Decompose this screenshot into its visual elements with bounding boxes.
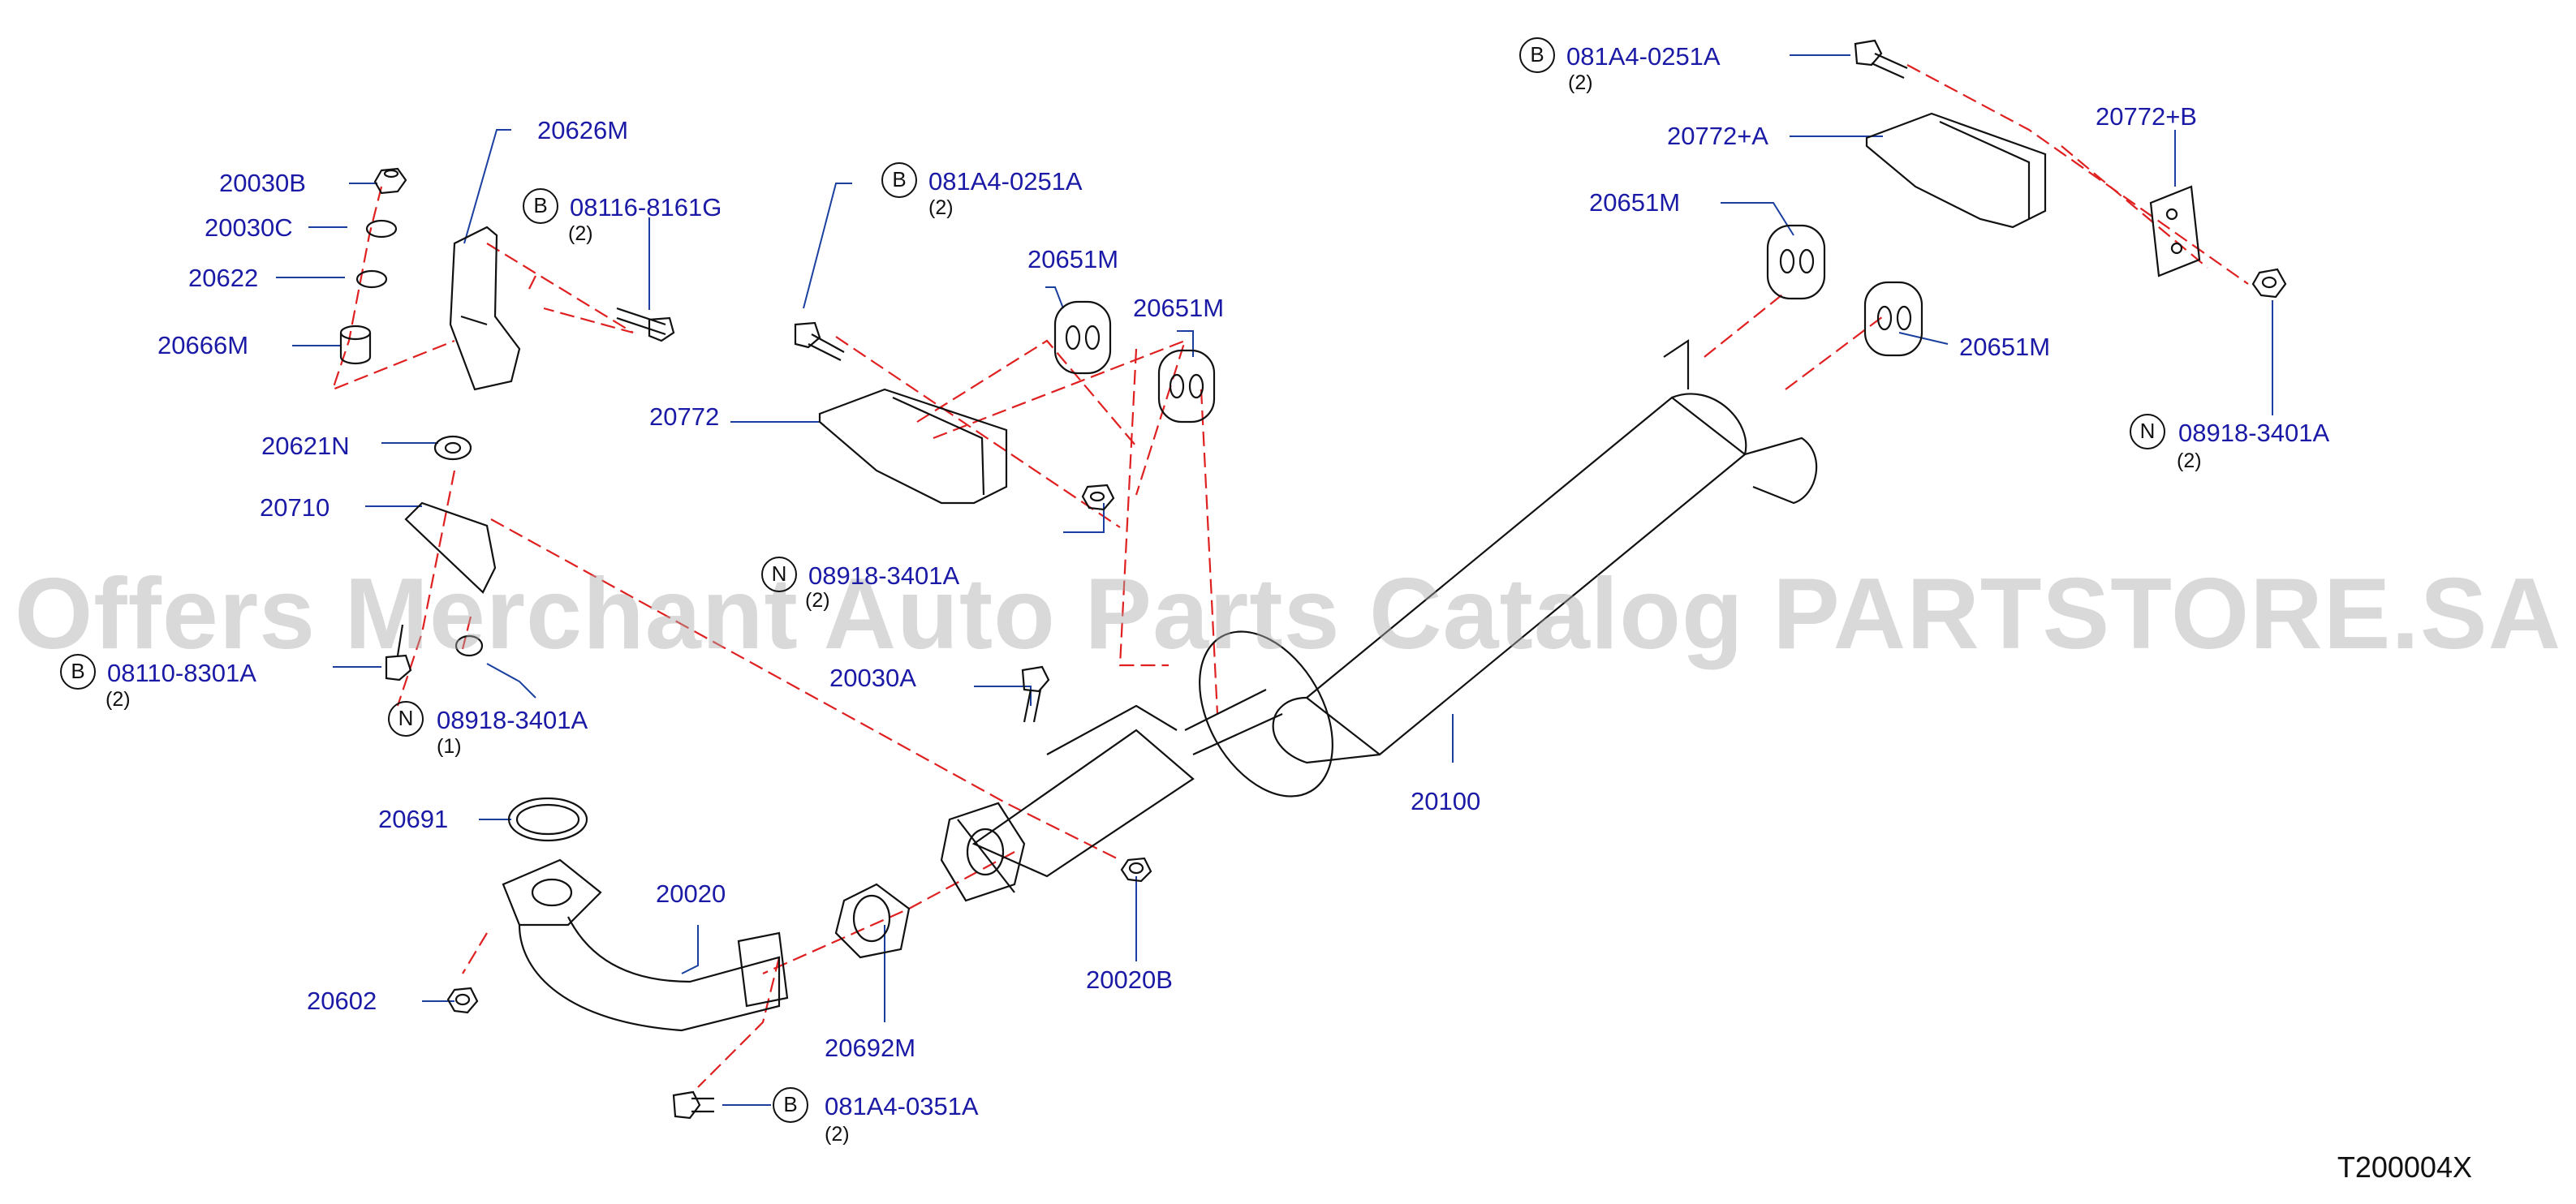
bolt-left xyxy=(616,307,675,342)
bolt-08110 xyxy=(385,624,412,682)
fastener-label-08918-3401A-left[interactable]: 08918-3401A xyxy=(437,706,588,734)
part-label-20651M-d[interactable]: 20651M xyxy=(1959,333,2051,361)
bracket-20772A xyxy=(1865,112,2047,229)
nut-20020B xyxy=(1120,857,1152,883)
bracket-20626M xyxy=(449,226,521,391)
fastener-type-badge: B xyxy=(60,654,96,690)
assembly-lines xyxy=(331,64,2249,1088)
fastener-type-badge: N xyxy=(2130,414,2165,449)
fastener-label-081A4-0351A[interactable]: 081A4-0351A xyxy=(825,1092,979,1120)
bolt-081A4-mid xyxy=(794,321,845,361)
gasket-20692M xyxy=(834,883,911,959)
fastener-qty: (2) xyxy=(928,196,954,219)
part-label-20710[interactable]: 20710 xyxy=(260,493,330,522)
fastener-label-08116-8161G[interactable]: 08116-8161G xyxy=(570,193,722,221)
fastener-label-081A4-0251A[interactable]: 081A4-0251A xyxy=(928,167,1083,196)
catalyst-pipe xyxy=(957,704,1195,893)
watermark: Offers Merchant Auto Parts Catalog PARTS… xyxy=(14,558,2562,670)
washer-20621N xyxy=(433,435,472,461)
hanger-d xyxy=(1863,281,1923,357)
bracket-20772 xyxy=(818,388,1008,505)
part-outlines xyxy=(339,39,2287,1120)
part-label-20772B[interactable]: 20772+B xyxy=(2096,102,2197,131)
part-label-20651M-a[interactable]: 20651M xyxy=(1027,245,1119,273)
fastener-qty: (2) xyxy=(106,688,131,711)
part-label-20651M-c[interactable]: 20651M xyxy=(1589,188,1681,217)
part-label-20691[interactable]: 20691 xyxy=(378,805,449,833)
gasket-20691 xyxy=(507,797,588,842)
front-pipe-20020 xyxy=(502,858,789,1032)
nut-08918-mid xyxy=(1081,484,1115,511)
bolt-081A4-top xyxy=(1854,39,1908,80)
fastener-qty: (2) xyxy=(2177,449,2202,472)
hanger-b xyxy=(1157,349,1216,424)
part-label-20666M[interactable]: 20666M xyxy=(157,331,249,359)
fastener-label-08110-8301A[interactable]: 08110-8301A xyxy=(107,659,256,687)
fastener-qty: (2) xyxy=(825,1123,850,1146)
part-label-20772A[interactable]: 20772+A xyxy=(1667,122,1768,150)
part-label-20692M[interactable]: 20692M xyxy=(825,1034,916,1062)
fastener-label-08918-3401A-right[interactable]: 08918-3401A xyxy=(2178,419,2330,447)
washer-20622 xyxy=(355,269,388,289)
fastener-label-08918-3401A-mid[interactable]: 08918-3401A xyxy=(808,561,960,590)
part-label-20622[interactable]: 20622 xyxy=(188,264,259,292)
bushing-20666M xyxy=(339,325,372,365)
nut-08918-right xyxy=(2251,268,2287,299)
leader-lines xyxy=(276,54,2273,1106)
bolt-081A4-lower xyxy=(672,1090,714,1120)
fastener-label-081A4-0251A-top[interactable]: 081A4-0251A xyxy=(1566,42,1721,71)
hanger-c xyxy=(1766,224,1826,300)
part-label-20626M[interactable]: 20626M xyxy=(537,116,629,144)
part-label-20100[interactable]: 20100 xyxy=(1411,787,1481,815)
fastener-qty: (2) xyxy=(805,589,830,612)
bolt-20030A xyxy=(1021,665,1050,723)
part-label-20030B[interactable]: 20030B xyxy=(219,169,306,197)
fastener-type-badge: B xyxy=(523,188,558,224)
part-label-20602[interactable]: 20602 xyxy=(307,987,377,1015)
fastener-qty: (2) xyxy=(1568,71,1593,94)
fastener-type-badge: B xyxy=(773,1087,808,1123)
flange-front xyxy=(940,802,1026,902)
part-label-20772[interactable]: 20772 xyxy=(649,402,720,431)
muffler-20100 xyxy=(1184,338,1818,798)
part-label-20030C[interactable]: 20030C xyxy=(205,213,293,242)
nut-08918-left xyxy=(454,634,484,657)
nut-20602 xyxy=(446,987,479,1014)
bracket-20710 xyxy=(404,501,497,594)
fastener-type-badge: N xyxy=(388,701,424,737)
diagram-code: T200004X xyxy=(2337,1150,2472,1184)
part-label-20651M-b[interactable]: 20651M xyxy=(1133,294,1225,322)
hanger-a xyxy=(1053,300,1112,375)
washer-20030C xyxy=(365,219,398,239)
part-label-20621N[interactable]: 20621N xyxy=(261,432,350,460)
fastener-type-badge: B xyxy=(881,162,917,198)
part-label-20020[interactable]: 20020 xyxy=(656,879,726,908)
part-label-20020B[interactable]: 20020B xyxy=(1086,965,1173,994)
fastener-type-badge: N xyxy=(761,557,797,592)
fastener-qty: (2) xyxy=(568,222,593,245)
plate-20772B xyxy=(2149,185,2201,277)
fastener-qty: (1) xyxy=(437,735,462,758)
part-label-20030A[interactable]: 20030A xyxy=(829,664,916,692)
fastener-type-badge: B xyxy=(1519,37,1555,73)
nut-20030B xyxy=(373,167,407,195)
